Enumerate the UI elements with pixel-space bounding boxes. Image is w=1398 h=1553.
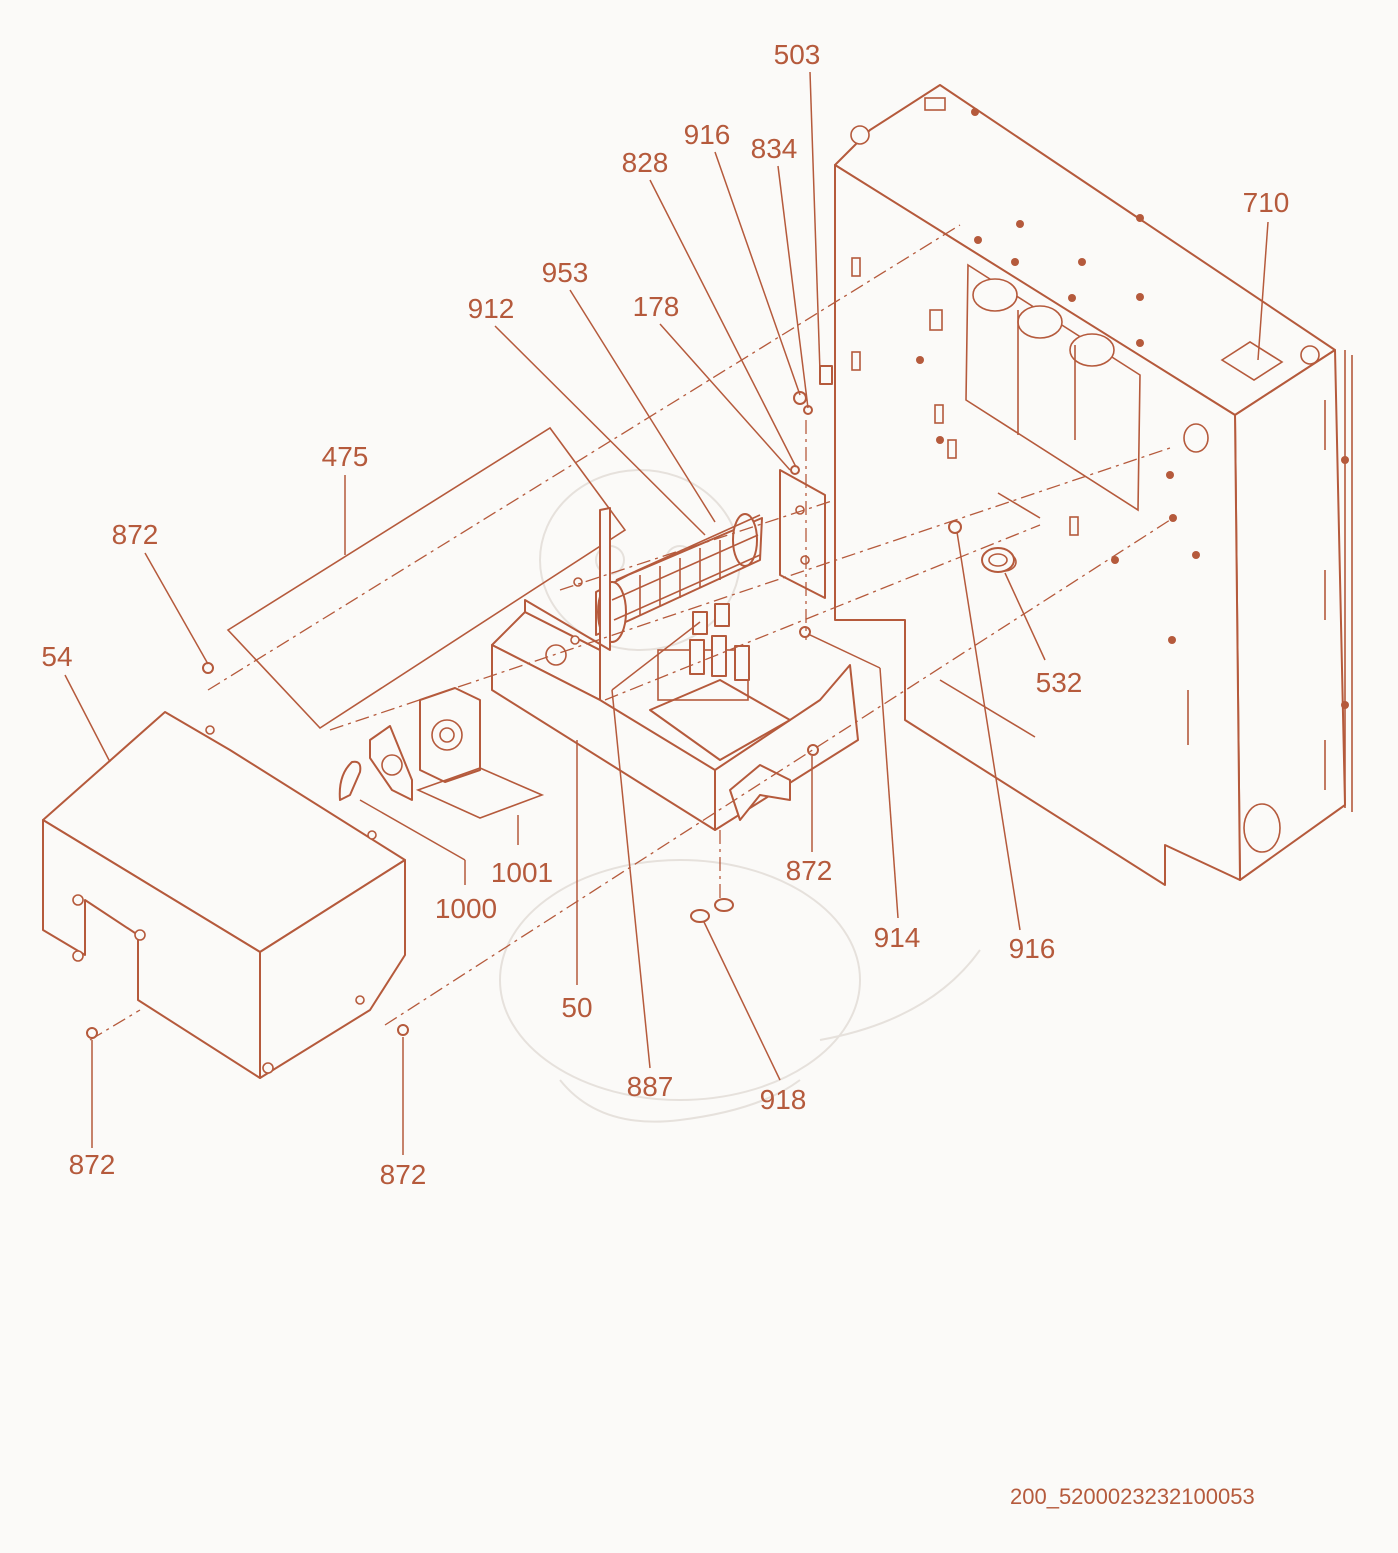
callout-872-frame: 872 <box>786 855 833 886</box>
callout-872-bottom-left: 872 <box>69 1149 116 1180</box>
callout-872-bottom-right: 872 <box>380 1159 427 1190</box>
callout-1001: 1001 <box>491 857 553 888</box>
callout-50: 50 <box>561 992 592 1023</box>
callout-912: 912 <box>468 293 515 324</box>
cover-54 <box>42 711 406 1079</box>
gasket-532 <box>981 547 1015 573</box>
callout-1000: 1000 <box>435 893 497 924</box>
callout-475: 475 <box>322 441 369 472</box>
callout-828: 828 <box>622 147 669 178</box>
callout-918: 918 <box>760 1084 807 1115</box>
callout-54: 54 <box>41 641 72 672</box>
callout-916-bottom: 916 <box>1009 933 1056 964</box>
callout-710: 710 <box>1243 187 1290 218</box>
frame-50 <box>491 507 859 831</box>
callout-914: 914 <box>874 922 921 953</box>
enclosure-box <box>834 84 1353 886</box>
mounting-plate-178 <box>779 469 826 599</box>
callout-503: 503 <box>774 39 821 70</box>
callout-872-left: 872 <box>112 519 159 550</box>
leader-lines <box>64 71 1269 1155</box>
handle-assembly <box>226 426 627 819</box>
callout-labels: 503 916 834 828 710 953 912 178 475 872 … <box>41 39 1289 1190</box>
callout-532: 532 <box>1036 667 1083 698</box>
assembly-centerlines <box>89 224 1171 1041</box>
callout-887: 887 <box>627 1071 674 1102</box>
fasteners <box>86 365 962 1039</box>
callout-834: 834 <box>751 133 798 164</box>
callout-953: 953 <box>542 257 589 288</box>
document-reference-id: 200_5200023232100053 <box>1010 1484 1255 1509</box>
callout-916-top: 916 <box>684 119 731 150</box>
callout-178: 178 <box>633 291 680 322</box>
terminal-studs <box>689 603 750 923</box>
